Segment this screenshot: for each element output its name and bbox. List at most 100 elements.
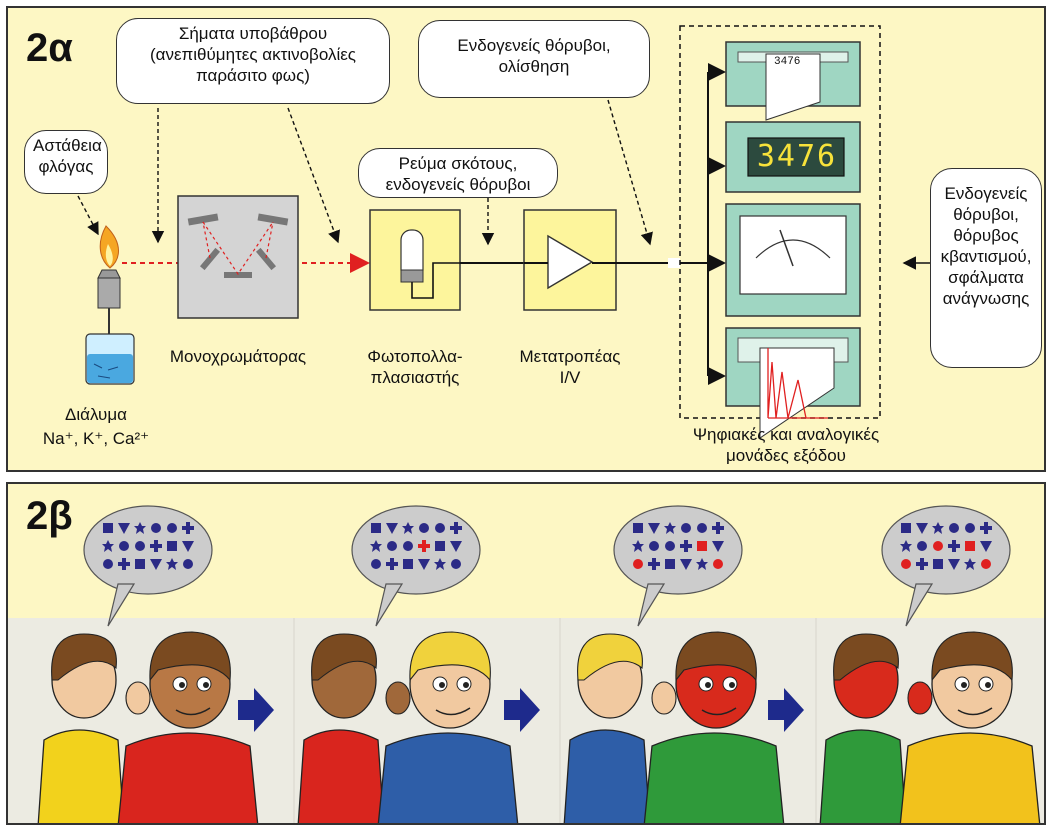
- whisper-pair-4: [819, 631, 1041, 823]
- listener-mouth: [435, 707, 471, 716]
- bubble-dark-current: Ρεύμα σκότους, ενδογενείς θόρυβοι: [358, 148, 558, 198]
- symbol-grid-4: [900, 522, 992, 570]
- symbol-mark: [648, 523, 660, 534]
- symbol-mark: [102, 540, 114, 552]
- symbol-mark: [386, 523, 398, 534]
- symbol-mark: [150, 540, 162, 552]
- symbol-mark: [182, 522, 194, 534]
- symbol-mark: [135, 559, 145, 569]
- symbol-mark: [932, 522, 944, 534]
- symbol-mark: [167, 523, 177, 533]
- symbol-mark: [633, 559, 643, 569]
- symbol-mark: [371, 523, 381, 533]
- symbol-mark: [965, 541, 975, 551]
- symbol-mark: [901, 523, 911, 533]
- panel-label-2a: 2α: [26, 26, 73, 70]
- listener-hair: [931, 631, 1013, 682]
- symbol-mark: [697, 541, 707, 551]
- symbol-mark: [648, 558, 660, 570]
- label-solution: Διάλυμα: [65, 405, 127, 424]
- monochromator-box: [177, 195, 299, 319]
- symbol-mark: [119, 541, 129, 551]
- sample-beaker: [85, 333, 135, 385]
- symbol-mark: [167, 541, 177, 551]
- symbol-mark: [981, 559, 991, 569]
- symbol-mark: [434, 558, 446, 570]
- listener-body: [117, 732, 259, 823]
- symbol-mark: [135, 541, 145, 551]
- symbol-mark: [665, 559, 675, 569]
- digital-display-output: [725, 121, 861, 193]
- listener-pupil: [439, 682, 445, 688]
- symbol-mark: [118, 523, 130, 534]
- whisperer-hand: [907, 681, 933, 715]
- whisperer-hand: [651, 681, 677, 715]
- whisper-pair-3: [563, 631, 785, 823]
- panel-label-2b: 2β: [26, 494, 73, 538]
- whisper-pair-2: [297, 631, 519, 823]
- symbol-mark: [916, 523, 928, 534]
- symbol-mark: [949, 523, 959, 533]
- symbol-mark: [418, 540, 430, 552]
- symbol-mark: [402, 522, 414, 534]
- symbol-mark: [696, 558, 708, 570]
- symbol-mark: [450, 522, 462, 534]
- analog-meter-output: [725, 203, 861, 317]
- progress-arrows: [238, 688, 804, 732]
- symbol-mark: [451, 559, 461, 569]
- symbol-mark: [697, 523, 707, 533]
- whisperer-hair: [577, 633, 643, 681]
- whisperer-body: [37, 729, 125, 823]
- symbol-mark: [964, 558, 976, 570]
- listener-mouth: [957, 707, 993, 716]
- symbol-mark: [649, 541, 659, 551]
- symbol-mark: [948, 540, 960, 552]
- listener-pupil: [985, 682, 991, 688]
- symbol-mark: [151, 523, 161, 533]
- people: [37, 631, 1041, 823]
- listener-hair: [675, 631, 757, 682]
- whisper-chain-illustration: [8, 505, 1044, 823]
- symbol-mark: [713, 559, 723, 569]
- symbol-mark: [712, 541, 724, 552]
- chart-recorder-output: [725, 327, 861, 439]
- bubble-readout-noise: Ενδογενείς θόρυβοι, θόρυβος κβαντισμού, …: [930, 168, 1042, 368]
- bubble-intrinsic-drift: Ενδογενείς θόρυβοι, ολίσθηση: [418, 20, 650, 98]
- symbol-mark: [182, 541, 194, 552]
- symbol-mark: [933, 559, 943, 569]
- outputs-frame: [679, 25, 881, 419]
- bubble-background-signals: Σήματα υποβάθρου (ανεπιθύμητες ακτινοβολ…: [116, 18, 390, 104]
- symbol-grids: [102, 522, 992, 570]
- symbol-mark: [403, 559, 413, 569]
- listener-pupil: [961, 682, 967, 688]
- digital-readout: 3476: [756, 139, 838, 174]
- listener-pupil: [203, 682, 209, 688]
- label-iv-converter: Μετατροπέας I/V: [519, 347, 621, 387]
- whisperer-body: [297, 729, 385, 823]
- symbol-mark: [370, 540, 382, 552]
- printer-readout: 3476: [774, 56, 801, 68]
- listener-pupil: [179, 682, 185, 688]
- listener-hair: [149, 631, 231, 682]
- listener-mouth: [175, 707, 211, 716]
- panel-2b: 2β: [6, 482, 1046, 825]
- label-output-units: Ψηφιακές και αναλογικές μονάδες εξόδου: [692, 425, 880, 465]
- whisperer-body: [563, 729, 651, 823]
- symbol-mark: [166, 558, 178, 570]
- symbol-mark: [103, 523, 113, 533]
- symbol-grid-3: [632, 522, 724, 570]
- listener-pupil: [729, 682, 735, 688]
- symbol-mark: [680, 559, 692, 570]
- speech-bubble-2: [351, 505, 481, 627]
- symbol-mark: [680, 540, 692, 552]
- symbol-mark: [386, 558, 398, 570]
- bubble-flame-instability: Αστάθεια φλόγας: [24, 130, 108, 194]
- listener-pupil: [463, 682, 469, 688]
- symbol-mark: [103, 559, 113, 569]
- noise-pointer-arrows: [77, 99, 653, 246]
- photomultiplier-box: [369, 209, 461, 311]
- listener-body: [643, 732, 785, 823]
- symbol-mark: [419, 523, 429, 533]
- symbol-grid-1: [102, 522, 194, 570]
- symbol-grid-2: [370, 522, 462, 570]
